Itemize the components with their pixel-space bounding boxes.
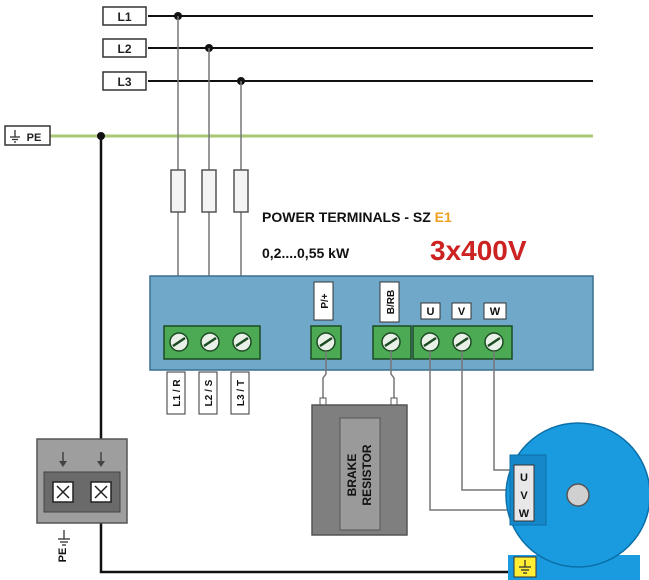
- terminal-label-l3t: L3 / T: [230, 371, 250, 415]
- power-range: 0,2....0,55 kW: [262, 245, 350, 261]
- screw-l2: [199, 331, 221, 353]
- svg-text:W: W: [490, 306, 501, 318]
- brake-resistor-wires: [322, 351, 395, 400]
- pe-screw-left: [52, 481, 74, 503]
- terminal-label-brb: B/RB: [379, 281, 400, 323]
- svg-text:B/RB: B/RB: [386, 290, 397, 314]
- fuses: [170, 169, 249, 213]
- svg-text:L2 / S: L2 / S: [204, 379, 215, 406]
- svg-text:PE: PE: [57, 548, 69, 563]
- svg-text:L2: L2: [117, 42, 131, 56]
- fuse-l3: [233, 169, 249, 213]
- svg-text:V: V: [458, 306, 466, 318]
- pe-ground-wire: [99, 136, 520, 574]
- motor: U V W: [505, 422, 649, 580]
- screw-l1: [168, 331, 190, 353]
- ground-icon: [58, 530, 70, 546]
- svg-text:BRAKE: BRAKE: [345, 454, 359, 497]
- svg-text:V: V: [520, 490, 528, 502]
- fuse-l2: [201, 169, 217, 213]
- screw-l3: [231, 331, 253, 353]
- pe-block-label: PE: [57, 530, 70, 562]
- terminal-label-pplus: P/+: [313, 281, 334, 321]
- supply-lines: [50, 15, 593, 138]
- svg-text:U: U: [427, 306, 435, 318]
- ground-icon: [10, 130, 20, 143]
- line-label-l2: L2: [102, 38, 147, 58]
- svg-text:PE: PE: [27, 132, 42, 144]
- pe-screw-right: [90, 481, 112, 503]
- svg-text:U: U: [520, 472, 528, 484]
- motor-terminal-box: U V W: [513, 464, 535, 522]
- terminal-label-l2s: L2 / S: [198, 371, 218, 415]
- terminal-label-u: U: [420, 302, 441, 320]
- pe-terminal-block: [36, 438, 128, 524]
- screw-v: [451, 331, 473, 353]
- ground-arrow-icon: [59, 452, 105, 467]
- fuse-l1: [170, 169, 186, 213]
- svg-text:L1: L1: [117, 10, 131, 24]
- line-label-pe: PE: [4, 125, 51, 146]
- line-label-l1: L1: [102, 6, 147, 26]
- svg-text:RESISTOR: RESISTOR: [360, 444, 374, 505]
- svg-text:P/+: P/+: [320, 293, 331, 308]
- svg-text:L1 / R: L1 / R: [172, 379, 183, 407]
- screw-brb: [380, 331, 402, 353]
- svg-text:W: W: [519, 508, 530, 520]
- motor-ground-terminal: [513, 556, 537, 578]
- terminal-label-l1r: L1 / R: [166, 371, 186, 415]
- svg-text:L3 / T: L3 / T: [236, 380, 247, 406]
- brake-resistor: BRAKE RESISTOR: [311, 397, 408, 536]
- screw-u: [419, 331, 441, 353]
- line-label-l3: L3: [102, 71, 147, 91]
- svg-text:L3: L3: [117, 75, 131, 89]
- terminal-label-v: V: [451, 302, 472, 320]
- diagram-title: POWER TERMINALS - SZ E1: [262, 209, 452, 225]
- screw-w: [483, 331, 505, 353]
- terminal-label-w: W: [483, 302, 507, 320]
- voltage-rating: 3x400V: [430, 235, 527, 266]
- motor-wires: [429, 351, 513, 511]
- motor-shaft: [566, 483, 590, 507]
- screw-pplus: [315, 331, 337, 353]
